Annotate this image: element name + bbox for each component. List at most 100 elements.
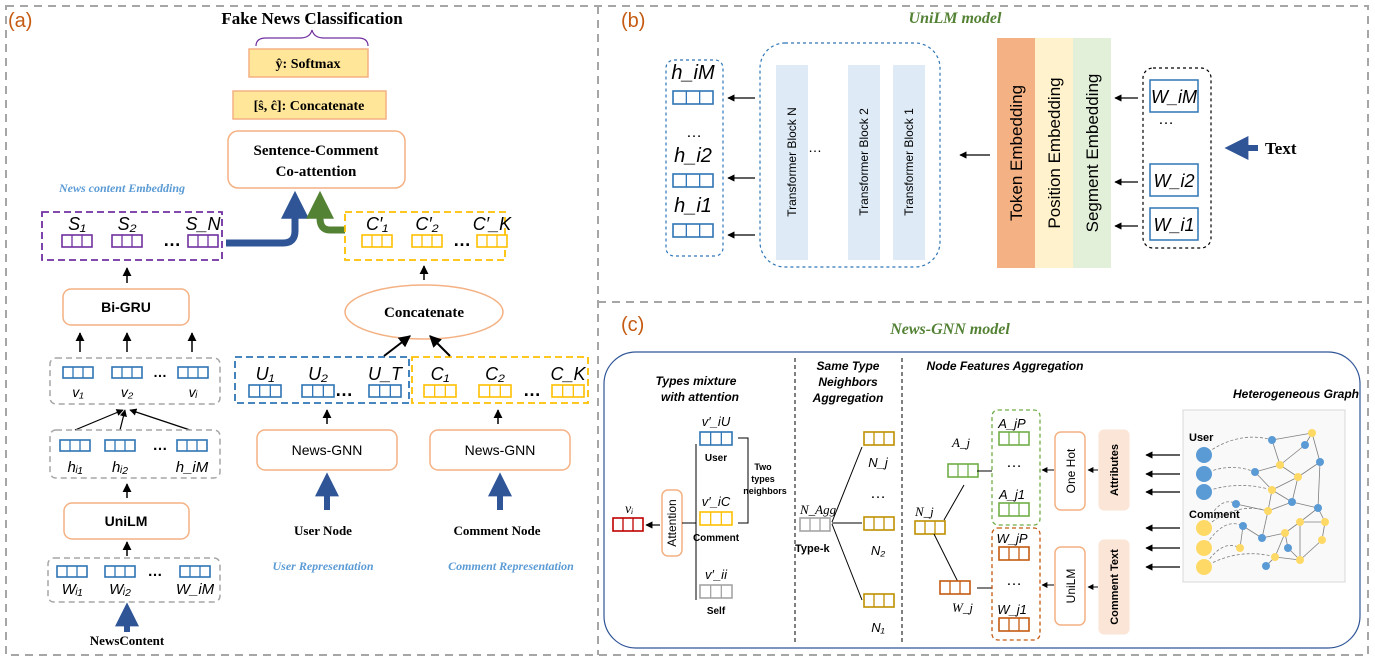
coattention-line2: Co-attention [276,164,357,180]
c-label-0: C₁ [431,364,450,384]
graph-edge-10 [1291,501,1319,509]
graph-node-23 [1271,553,1279,561]
bw-label-2: W_i2 [1153,171,1194,191]
graph-node-0 [1196,447,1212,463]
same-type-3: Aggregation [812,391,884,405]
vprime-cell-2 [699,584,733,599]
coattention-box [227,130,406,189]
h-cell-1 [104,439,136,452]
user-node-label: User Node [294,523,352,538]
s-cell-1 [111,234,143,248]
u-cell-3 [368,384,402,398]
bh-label-3: h_i1 [674,195,712,217]
w-cell-1-frame [104,565,136,578]
embedding-label-0: Token Embedding [1007,85,1026,221]
c-to-concat-arrow [429,335,451,357]
v-cell-1 [111,366,143,379]
s-cell-3-frame [187,234,219,248]
types-mixture-2: with attention [661,390,739,404]
w-ellipsis: … [148,563,163,580]
vi-cell-box-frame [612,517,644,532]
panel-a-title: Fake News Classification [221,9,403,28]
transformer-block-label-2: Transformer Block 2 [857,108,871,216]
two-types-bracket [738,437,749,524]
news-embedding-label: News content Embedding [58,181,185,195]
graph-group [1196,429,1329,575]
wc-ellipsis: … [1006,572,1022,589]
transformer-block-3 [893,65,925,260]
bw-label-0: W_iM [1151,87,1197,107]
graph-node-15 [1264,507,1272,515]
embedding-bar-0 [997,38,1035,268]
s-cell-0-frame [61,234,93,248]
wj-cell-box-frame [939,580,971,595]
u-cell-3-frame [368,384,402,398]
w-label-1: Wᵢ₂ [109,581,131,598]
v-label-0: v₁ [72,384,84,400]
c-cell-0-frame [423,384,457,398]
v-label-3: vᵢ [189,384,198,400]
attributes-label: Attributes [1109,444,1121,496]
n-cell-2-frame [863,516,895,531]
bh-ellipsis: … [686,124,702,141]
graph-edge-31 [1291,476,1299,503]
bw-box-3 [1149,207,1199,241]
news-gnn-box-1 [256,429,398,471]
cp-ellipsis: … [453,230,471,250]
v-ellipsis: … [153,364,167,380]
transformer-block-label-3: Transformer Block 1 [902,108,916,216]
graph-edge-24 [1261,510,1269,539]
text-label: Text [1265,139,1297,158]
unilm-box-c [1054,546,1086,626]
softmax-box [248,48,369,78]
b-w-box [1142,67,1212,249]
c-cell-1 [478,384,512,398]
graph-comment-label: Comment [1189,509,1240,521]
cp-label-0: C′₁ [366,214,388,234]
unilm-label-c: UniLM [1064,569,1078,604]
a-group: A_jP…A_j1 [997,416,1030,517]
c-prime-box [344,211,506,261]
bh-cell-3 [672,223,714,238]
graph-edge-30 [1311,432,1321,463]
a-label-0: A_jP [997,416,1026,431]
attention-label: Attention [665,499,679,546]
graph-node-8 [1301,441,1309,449]
graph-node-1 [1196,466,1212,482]
nj-cell-box-frame [914,520,946,535]
nj-to-wj-line [933,533,959,583]
graph-edge-1 [1271,439,1281,466]
type-k-label: Type-k [795,543,831,555]
h-label-1: hᵢ₂ [112,459,128,476]
attributes-box [1098,429,1130,511]
graph-node-26 [1318,536,1326,544]
s-embedding-box [41,211,223,261]
graph-node-27 [1232,500,1240,508]
s-cell-3 [187,234,219,248]
aj-cell-box [947,463,979,478]
w-cell-3 [179,565,211,578]
comment-node-label: Comment Node [453,523,540,538]
graph-node-22 [1236,544,1244,552]
concatenate-label: Concatenate [384,305,464,321]
vprime-label-1: v′_iC [702,494,731,509]
aj-cell-box-frame [947,463,979,478]
v-cell-1-frame [111,366,143,379]
n-label-0: N_j [868,455,889,470]
n-cell-0-frame [863,431,895,446]
n-label-3: N₁ [871,620,885,635]
c-cell-0 [423,384,457,398]
n-cell-0 [863,431,895,446]
transformer-block-2 [848,65,880,260]
a-label-2: A_j1 [998,487,1025,502]
graph-node-12 [1316,458,1324,466]
v-cell-3-frame [177,366,209,379]
same-type-2: Neighbors [818,375,878,389]
news-gnn-box-2 [429,429,571,471]
u-label-1: U₂ [308,364,328,384]
wj-cell [939,580,971,595]
